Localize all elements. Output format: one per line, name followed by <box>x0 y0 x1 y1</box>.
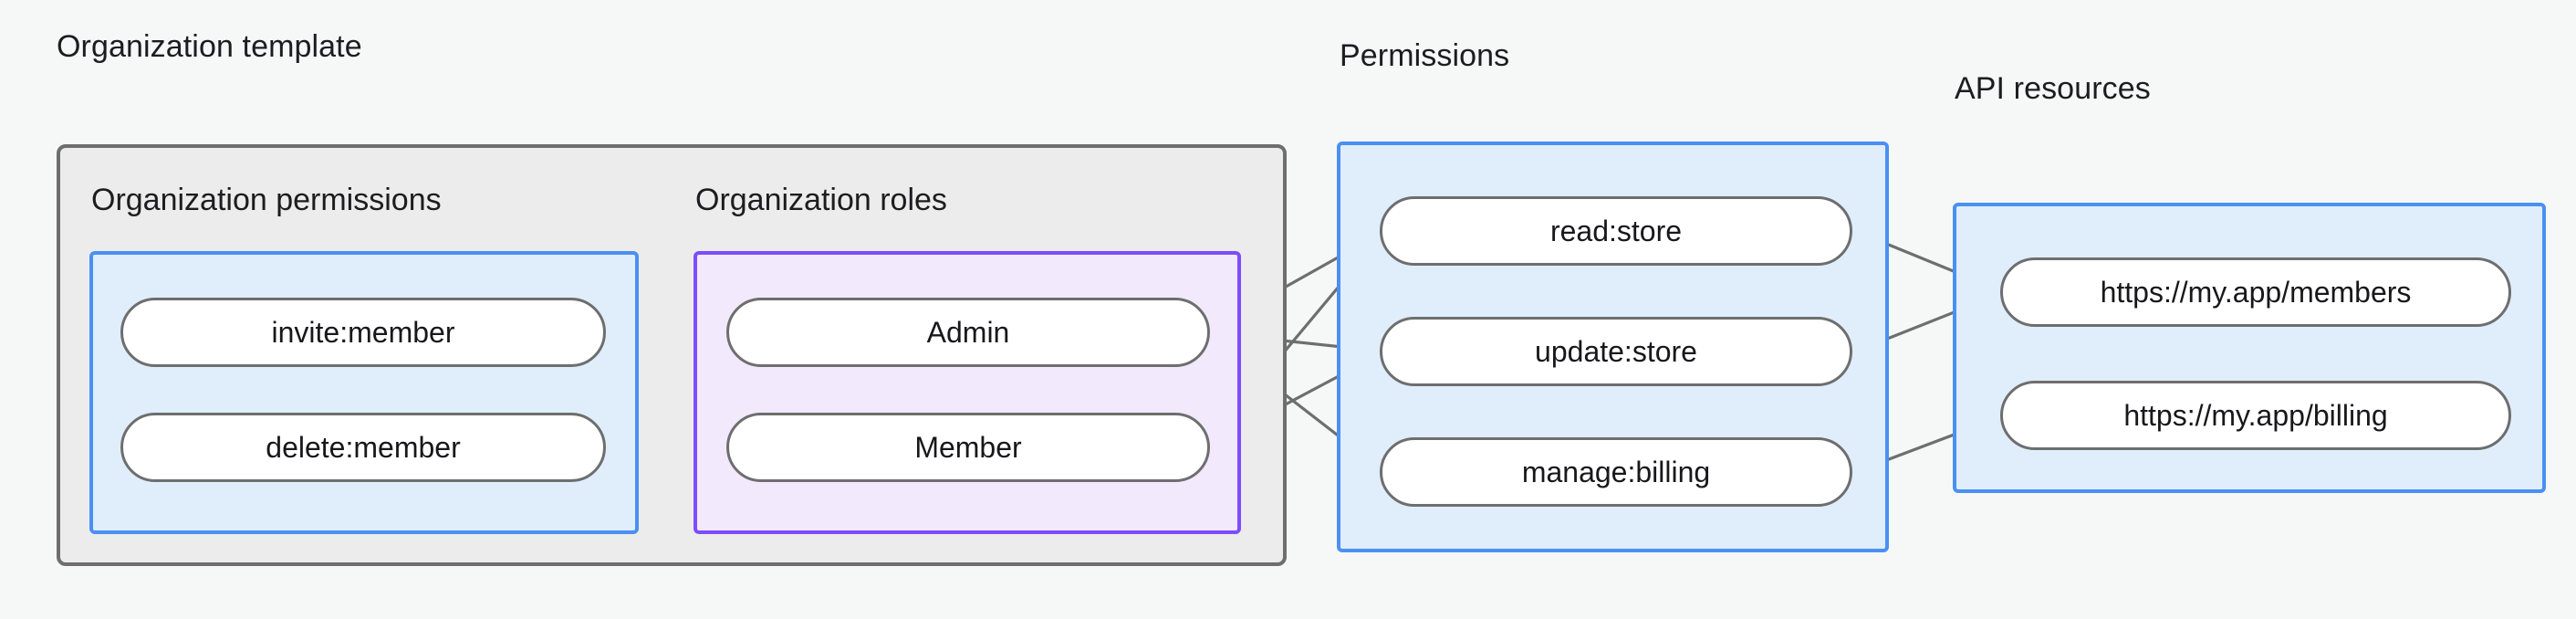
node-update-store[interactable]: update:store <box>1380 317 1852 386</box>
node-invite-member-label: invite:member <box>271 315 455 349</box>
node-read-store[interactable]: read:store <box>1380 196 1852 266</box>
permissions-label: Permissions <box>1340 38 1510 73</box>
node-manage-billing[interactable]: manage:billing <box>1380 437 1852 507</box>
node-read-store-label: read:store <box>1549 214 1683 247</box>
node-delete-member-label: delete:member <box>266 430 461 464</box>
node-billing-url[interactable]: https://my.app/billing <box>2000 381 2511 450</box>
node-manage-billing-label: manage:billing <box>1521 455 1711 488</box>
node-admin[interactable]: Admin <box>726 298 1210 367</box>
node-members-url[interactable]: https://my.app/members <box>2000 257 2511 327</box>
node-member[interactable]: Member <box>726 413 1210 482</box>
node-invite-member[interactable]: invite:member <box>120 298 606 367</box>
organization-permissions-panel <box>89 251 639 534</box>
node-admin-label: Admin <box>926 315 1010 349</box>
api-resources-label: API resources <box>1955 71 2151 106</box>
node-members-url-label: https://my.app/members <box>2100 275 2412 309</box>
node-delete-member[interactable]: delete:member <box>120 413 606 482</box>
organization-permissions-label: Organization permissions <box>91 183 442 217</box>
organization-template-label: Organization template <box>57 29 362 64</box>
organization-roles-label: Organization roles <box>695 183 947 217</box>
node-member-label: Member <box>914 430 1022 464</box>
node-billing-url-label: https://my.app/billing <box>2123 398 2388 432</box>
node-update-store-label: update:store <box>1535 334 1697 368</box>
organization-roles-panel <box>694 251 1241 534</box>
